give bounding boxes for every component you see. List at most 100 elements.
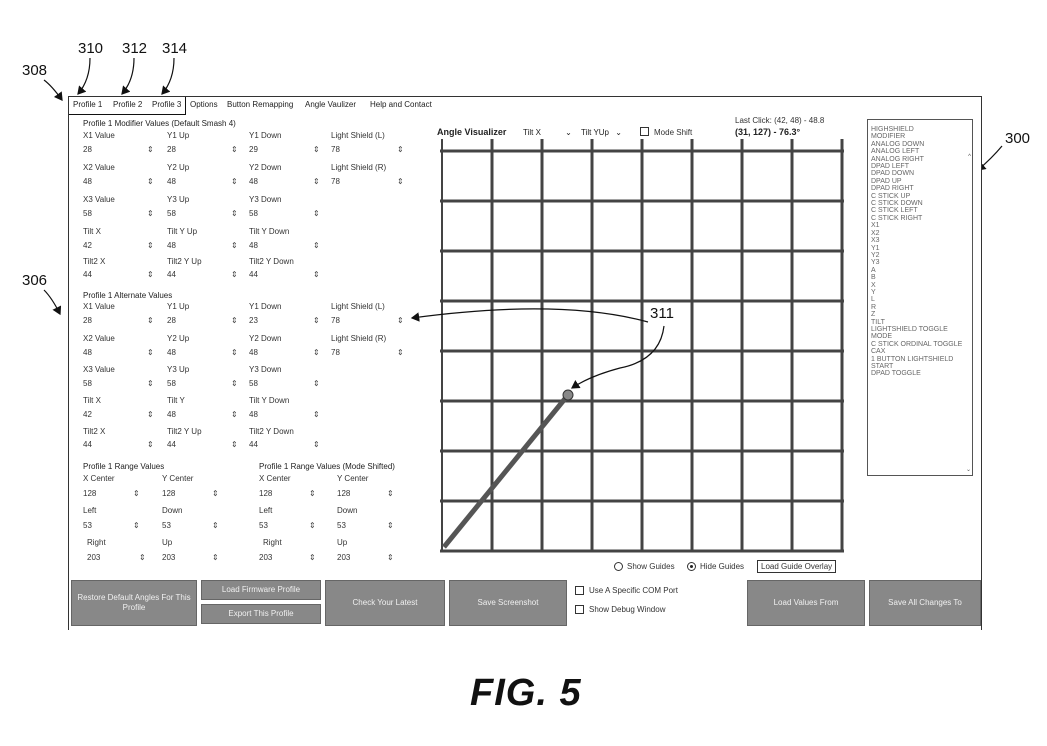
spin-arrows-icon[interactable]: ⇕ [313,209,320,218]
mod-x2-input[interactable] [83,176,145,187]
spin-arrows-icon[interactable]: ⇕ [309,553,316,562]
spin-arrows-icon[interactable]: ⇕ [387,553,394,562]
spin-arrows-icon[interactable]: ⇕ [313,241,320,250]
spin-arrows-icon[interactable]: ⇕ [397,316,404,325]
show-guides-radio[interactable] [614,562,623,571]
menu-help-contact[interactable]: Help and Contact [370,100,432,109]
tab-profile-3[interactable]: Profile 3 [152,100,182,109]
spin-arrows-icon[interactable]: ⇕ [139,553,146,562]
mod-y1up-input[interactable] [167,144,229,155]
range-shifted-right-input[interactable] [259,552,309,563]
scroll-down-icon[interactable]: ⌄ [965,467,971,473]
spin-arrows-icon[interactable]: ⇕ [231,379,238,388]
alt-tilt2yup-input[interactable] [167,439,229,450]
show-debug-checkbox[interactable] [575,605,584,614]
action-list-item[interactable]: C STICK ORDINAL TOGGLE [871,340,963,348]
range-right-input[interactable] [87,552,137,563]
alt-y2down-input[interactable] [249,347,311,358]
mode-shift-checkbox[interactable] [640,127,649,136]
spin-arrows-icon[interactable]: ⇕ [309,521,316,530]
action-list-item[interactable]: START [871,363,894,370]
spin-arrows-icon[interactable]: ⇕ [313,348,320,357]
spin-arrows-icon[interactable]: ⇕ [133,521,140,530]
action-list-item[interactable]: B [871,274,876,282]
tilt-x-select[interactable]: Tilt X ⌄ [523,128,572,137]
action-list-item[interactable]: ANALOG RIGHT [871,155,924,163]
spin-arrows-icon[interactable]: ⇕ [387,489,394,498]
save-screenshot-button[interactable]: Save Screenshot [449,580,567,626]
spin-arrows-icon[interactable]: ⇕ [231,145,238,154]
spin-arrows-icon[interactable]: ⇕ [313,177,320,186]
tab-profile-2[interactable]: Profile 2 [113,100,143,109]
range-xcenter-input[interactable] [83,488,133,499]
alt-y3down-input[interactable] [249,378,311,389]
action-list-item[interactable]: DPAD DOWN [871,170,915,178]
alt-tiltx-input[interactable] [83,409,145,420]
mod-tiltx-input[interactable] [83,240,145,251]
mod-lshield-input[interactable] [331,144,393,155]
spin-arrows-icon[interactable]: ⇕ [147,241,154,250]
action-list-item[interactable]: DPAD UP [871,177,902,185]
mod-x3-input[interactable] [83,208,145,219]
action-list-item[interactable]: A [871,266,876,274]
action-list-item[interactable]: X2 [871,229,880,237]
menu-options[interactable]: Options [190,100,218,109]
load-firmware-profile-button[interactable]: Load Firmware Profile [201,580,321,600]
action-list-item[interactable]: CAX [871,348,886,356]
range-shifted-left-input[interactable] [259,520,309,531]
action-list-item[interactable]: X [871,281,876,289]
spin-arrows-icon[interactable]: ⇕ [231,440,238,449]
mod-tiltyup-input[interactable] [167,240,229,251]
alt-x3-input[interactable] [83,378,145,389]
action-list-item[interactable]: DPAD TOGGLE [871,370,921,378]
menu-angle-visualizer[interactable]: Angle Vaulizer [305,100,356,109]
spin-arrows-icon[interactable]: ⇕ [147,440,154,449]
action-list-item[interactable]: TILT [871,318,885,326]
hide-guides-radio[interactable] [687,562,696,571]
spin-arrows-icon[interactable]: ⇕ [212,521,219,530]
tab-profile-1[interactable]: Profile 1 [73,100,103,109]
spin-arrows-icon[interactable]: ⇕ [147,348,154,357]
action-list-item[interactable]: 1 BUTTON LIGHTSHIELD [871,355,954,363]
spin-arrows-icon[interactable]: ⇕ [397,348,404,357]
spin-arrows-icon[interactable]: ⇕ [231,209,238,218]
alt-x1-input[interactable] [83,315,145,326]
action-list-item[interactable]: Z [871,311,876,319]
spin-arrows-icon[interactable]: ⇕ [231,410,238,419]
check-latest-button[interactable]: Check Your Latest [325,580,445,626]
action-list-item[interactable]: LIGHTSHIELD TOGGLE [871,325,948,333]
menu-button-remapping[interactable]: Button Remapping [227,100,294,109]
spin-arrows-icon[interactable]: ⇕ [309,489,316,498]
spin-arrows-icon[interactable]: ⇕ [313,316,320,325]
use-com-port-checkbox[interactable] [575,586,584,595]
action-list-item[interactable]: C STICK DOWN [871,200,923,208]
alt-tilt2x-input[interactable] [83,439,145,450]
spin-arrows-icon[interactable]: ⇕ [133,489,140,498]
spin-arrows-icon[interactable]: ⇕ [147,270,154,279]
spin-arrows-icon[interactable]: ⇕ [231,316,238,325]
action-list-item[interactable]: Y2 [871,251,880,259]
mod-y1down-input[interactable] [249,144,311,155]
spin-arrows-icon[interactable]: ⇕ [231,177,238,186]
mod-tiltydown-input[interactable] [249,240,311,251]
action-list-item[interactable]: Y1 [871,244,880,252]
alt-tilty-input[interactable] [167,409,229,420]
spin-arrows-icon[interactable]: ⇕ [313,379,320,388]
export-profile-button[interactable]: Export This Profile [201,604,321,624]
mod-y2down-input[interactable] [249,176,311,187]
action-list-item[interactable]: ANALOG DOWN [871,140,925,148]
spin-arrows-icon[interactable]: ⇕ [231,270,238,279]
spin-arrows-icon[interactable]: ⇕ [147,177,154,186]
range-down-input[interactable] [162,520,212,531]
action-list-item[interactable]: HIGHSHIELD [871,126,914,133]
range-left-input[interactable] [83,520,133,531]
action-list-item[interactable]: DPAD RIGHT [871,185,914,193]
spin-arrows-icon[interactable]: ⇕ [231,241,238,250]
spin-arrows-icon[interactable]: ⇕ [231,348,238,357]
load-values-from-button[interactable]: Load Values From [747,580,865,626]
spin-arrows-icon[interactable]: ⇕ [147,209,154,218]
spin-arrows-icon[interactable]: ⇕ [313,410,320,419]
range-ycenter-input[interactable] [162,488,212,499]
spin-arrows-icon[interactable]: ⇕ [212,553,219,562]
